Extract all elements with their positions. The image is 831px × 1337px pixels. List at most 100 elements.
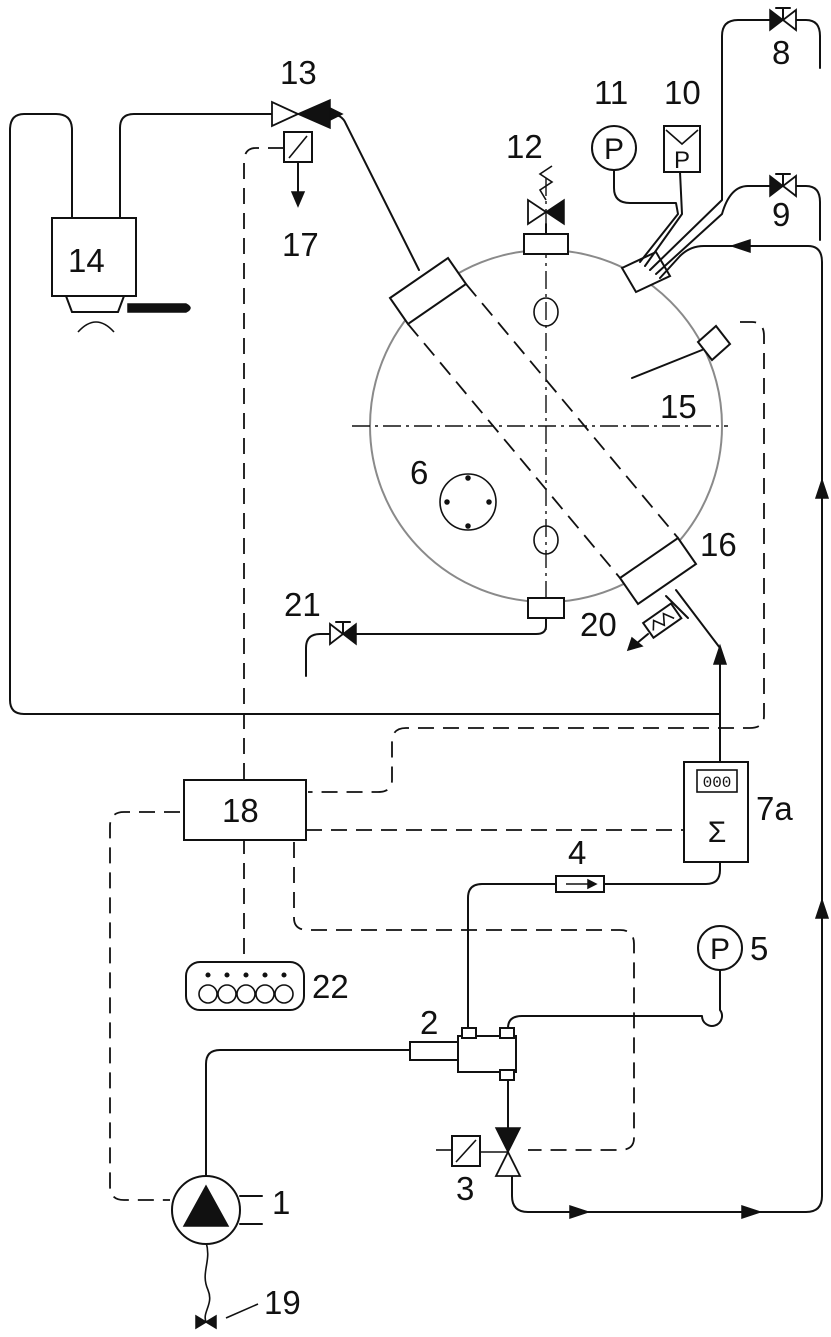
valve-9-outlet — [795, 185, 821, 241]
flange-bolt — [465, 523, 471, 529]
drain-pipe — [355, 617, 547, 635]
boiler — [352, 178, 732, 632]
label-21: 21 — [284, 586, 321, 623]
safety-valve — [527, 165, 565, 235]
valve-port-right-tip — [329, 106, 344, 122]
label-19-leader — [225, 1303, 259, 1319]
flange-circle — [439, 473, 497, 531]
boiler-fill-pipe — [511, 245, 823, 1213]
valve-8-outlet — [795, 19, 821, 69]
portafilter-handle — [127, 303, 191, 313]
group-return-pipe — [9, 113, 721, 715]
valve-3-top — [494, 1127, 522, 1154]
label-10: 10 — [664, 74, 701, 111]
label-15: 15 — [660, 388, 697, 425]
probe-body — [696, 324, 732, 362]
keypad-led — [262, 972, 268, 978]
manifold-body — [457, 1035, 517, 1073]
pump-pressure-gauge: P — [697, 925, 743, 971]
pipes — [9, 19, 823, 1323]
heating-element — [626, 595, 689, 652]
exchanger-outlet-pipe — [329, 113, 420, 271]
control-unit — [183, 779, 307, 841]
valve-9-pipe — [655, 185, 771, 275]
valve-3-coil-mark — [455, 1139, 477, 1163]
probe-rod — [631, 349, 703, 379]
gauge-11-dial — [591, 125, 637, 171]
label-6: 6 — [410, 454, 428, 491]
valve-3-bottom — [494, 1149, 522, 1177]
valve-21-left — [329, 622, 345, 646]
keypad-led — [281, 972, 287, 978]
pump-inlet-hose — [204, 1241, 211, 1323]
safety-valve-left — [527, 198, 548, 226]
vent-valve-9 — [769, 173, 797, 198]
manifold — [409, 1027, 517, 1081]
arrow-right — [741, 1204, 763, 1220]
flange-bolt — [465, 475, 471, 481]
gauge-5-dial — [697, 925, 743, 971]
label-12: 12 — [506, 128, 543, 165]
keypad — [185, 961, 305, 1011]
boiler-top-fitting — [523, 233, 569, 255]
solenoid-mark — [288, 135, 308, 159]
label-13: 13 — [280, 54, 317, 91]
brew-group — [51, 217, 191, 333]
label-16: 16 — [700, 526, 737, 563]
valve-port-right — [296, 98, 331, 130]
pressostat-mark — [665, 129, 699, 146]
check-valve — [555, 875, 605, 893]
wire-probe-to-controller — [308, 321, 765, 793]
inlet-fitting — [195, 1303, 259, 1330]
keypad-led — [243, 972, 249, 978]
wire-controller-to-pump — [109, 811, 180, 1201]
keypad-button — [274, 984, 294, 1004]
labels: 1 2 3 4 5 6 7a 8 9 10 11 12 13 14 15 16 … — [68, 34, 793, 1321]
safety-valve-spring — [538, 165, 554, 201]
meter-to-check-valve-pipe — [603, 861, 721, 885]
inlet-fitting-right — [204, 1314, 217, 1330]
pressostat-letter: P — [674, 147, 690, 174]
boiler-bottom-fitting — [527, 597, 565, 619]
gauge-11-pipe — [613, 169, 679, 263]
keypad-button — [198, 984, 218, 1004]
meter-sum: Σ — [708, 816, 727, 849]
flow-arrows — [569, 238, 830, 1220]
keypad-button — [236, 984, 256, 1004]
keypad-button — [255, 984, 275, 1004]
exchanger-wall — [407, 323, 621, 579]
manifold-port — [461, 1027, 477, 1039]
gauge-5-pipe — [507, 969, 723, 1037]
label-4: 4 — [568, 834, 586, 871]
heater-coil — [652, 612, 675, 631]
three-way-valve — [271, 98, 344, 208]
pump — [171, 1175, 263, 1245]
label-5: 5 — [750, 930, 768, 967]
fill-solenoid-valve — [436, 1127, 522, 1177]
heat-exchanger — [388, 256, 698, 606]
label-7a: 7a — [756, 790, 793, 827]
valve-21-right — [341, 622, 357, 646]
pressostat-10-pipe — [644, 171, 683, 267]
gauge-11-letter: P — [604, 133, 624, 166]
check-valve-to-manifold-pipe — [467, 883, 557, 1037]
heater-body — [641, 602, 683, 640]
label-22: 22 — [312, 968, 349, 1005]
drain-arrow — [290, 191, 306, 208]
group-head — [64, 295, 126, 313]
manifold-port — [499, 1027, 515, 1039]
manifold-port — [499, 1069, 515, 1081]
valve-9-right — [781, 174, 797, 198]
meter-digits: 000 — [703, 774, 732, 792]
flange-bolt — [444, 499, 450, 505]
label-8: 8 — [772, 34, 790, 71]
safety-valve-right — [544, 198, 565, 226]
valve-8-right — [781, 8, 797, 32]
drain-valve — [329, 621, 357, 646]
keypad-led — [205, 972, 211, 978]
valve-8-pipe — [649, 19, 771, 271]
manifold-inlet — [409, 1041, 459, 1061]
cup-outline — [77, 321, 115, 333]
controller-box — [183, 779, 307, 841]
